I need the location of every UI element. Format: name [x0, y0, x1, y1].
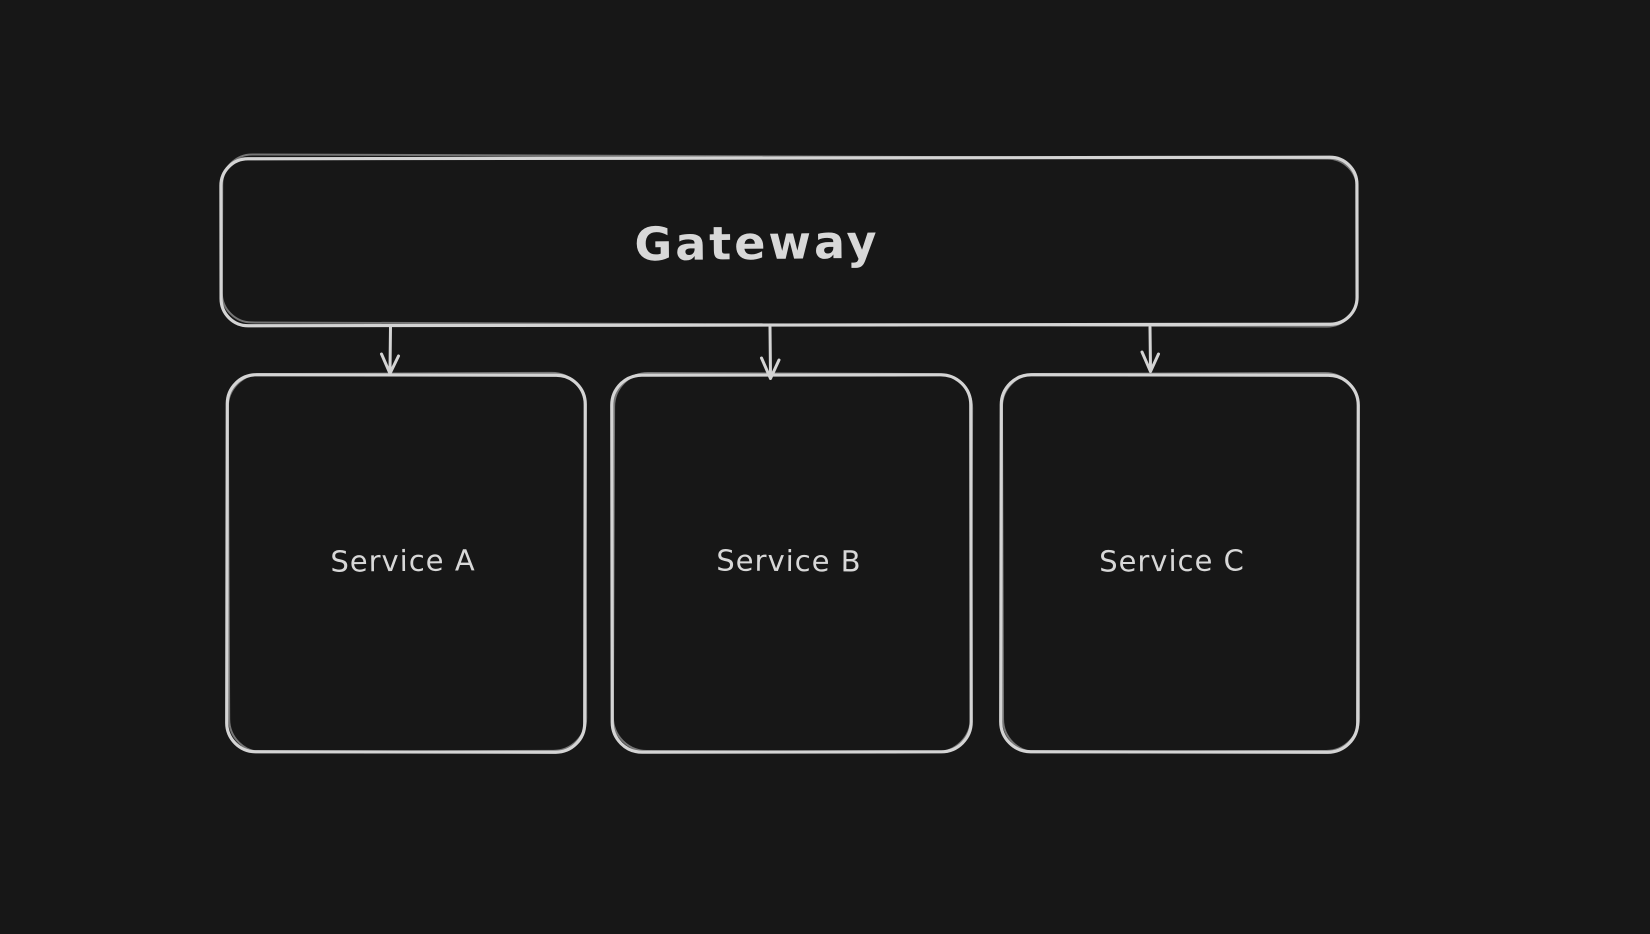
service-b-box	[610, 373, 973, 754]
service-c-box	[999, 373, 1360, 754]
service-c-node: Service C	[999, 371, 1361, 754]
gateway-node: Gateway	[219, 153, 1359, 328]
edge-shaft	[768, 325, 772, 378]
edge-shaft	[388, 325, 392, 373]
edge-gateway-to-service-a	[380, 325, 400, 375]
gateway-label: Gateway	[634, 215, 880, 272]
service-b-label: Service B	[716, 543, 862, 578]
service-a-label: Service A	[330, 543, 476, 578]
service-a-node: Service A	[225, 371, 588, 754]
arrowhead-icon	[760, 356, 781, 380]
service-c-label: Service C	[1099, 543, 1245, 578]
edge-gateway-to-service-b	[760, 325, 781, 380]
arrowhead-icon	[1140, 350, 1160, 373]
edge-gateway-to-service-c	[1140, 325, 1160, 373]
gateway-box	[219, 155, 1359, 328]
edge-shaft	[1148, 325, 1152, 371]
service-a-box	[225, 373, 587, 754]
service-b-node: Service B	[610, 371, 974, 754]
